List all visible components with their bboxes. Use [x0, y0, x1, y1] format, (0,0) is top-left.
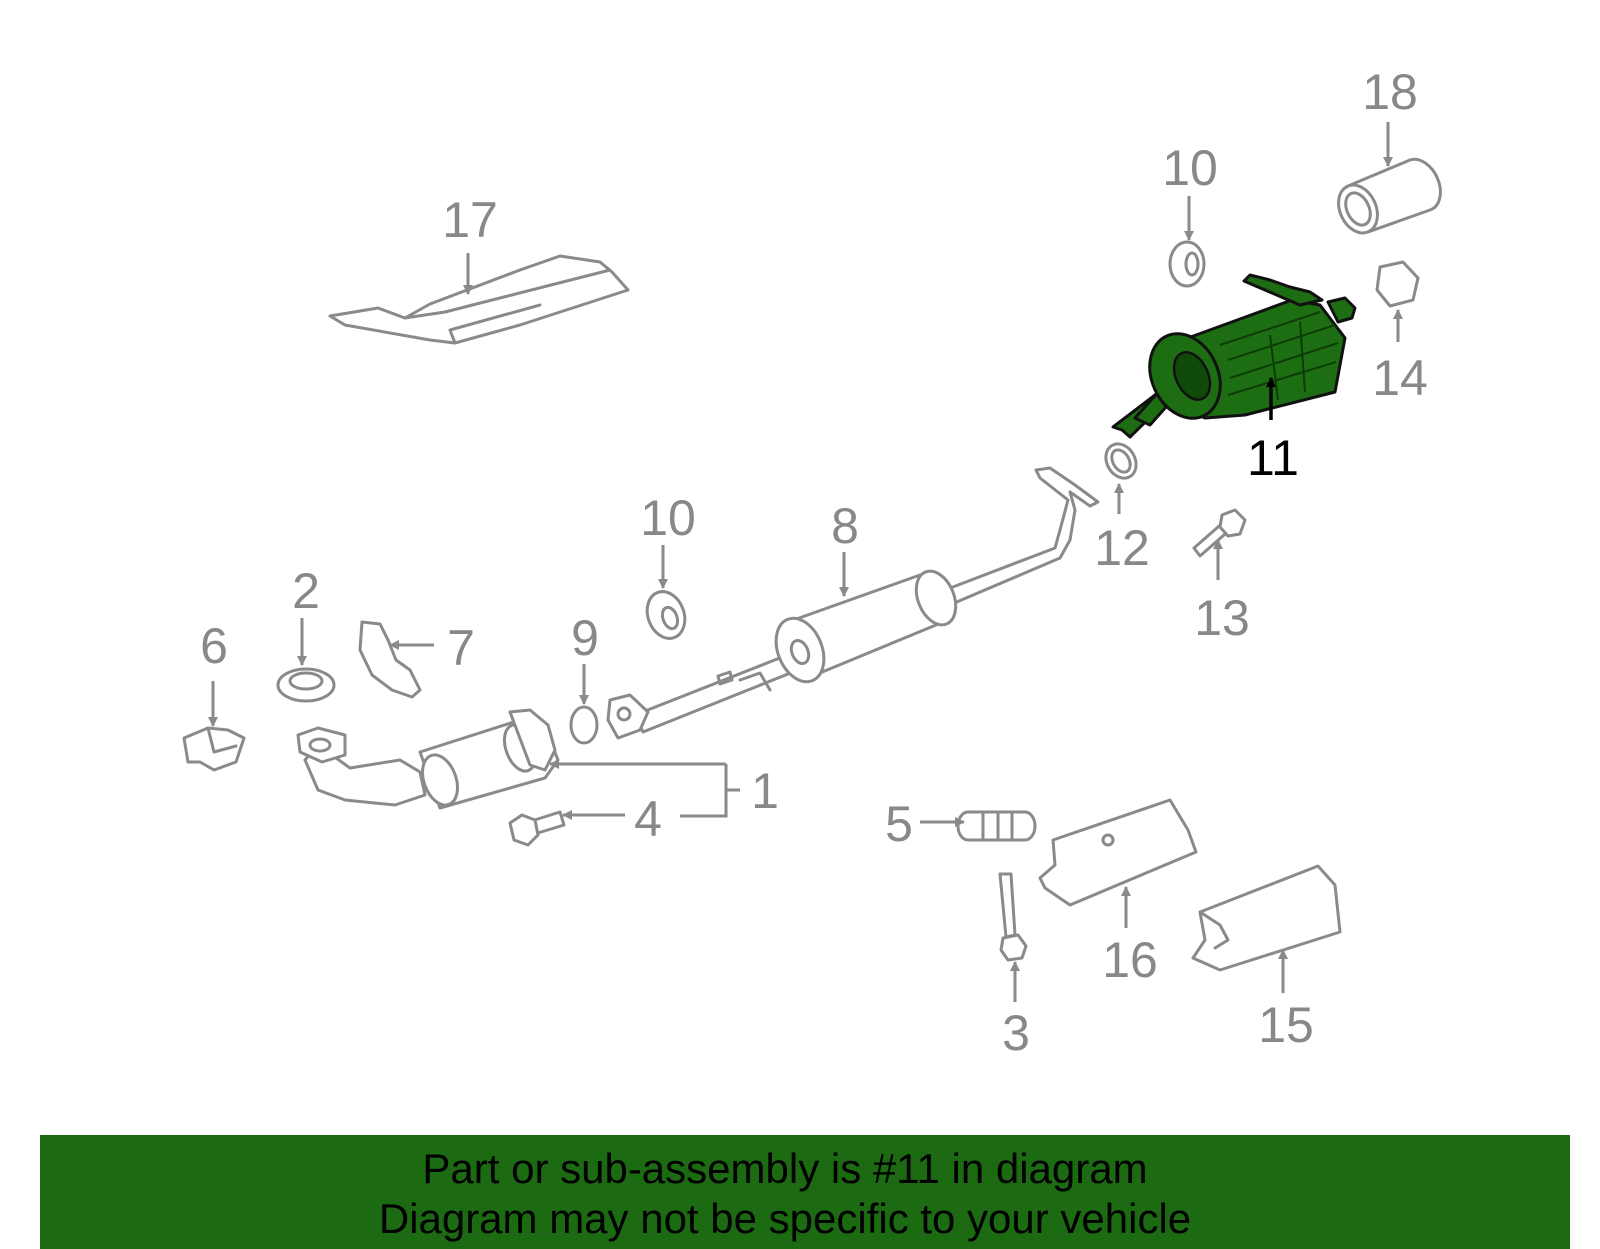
banner-line-1: Part or sub-assembly is #11 in diagram [422, 1145, 1148, 1192]
part-7-bracket [358, 620, 422, 699]
part-15-heat-shield [1191, 864, 1342, 972]
part-10-hanger-mid [645, 590, 687, 640]
part-8-center-pipe [606, 466, 1100, 740]
part-16-heat-shield [1038, 798, 1198, 907]
part-17-heat-shield [328, 254, 630, 345]
banner-line-2: Diagram may not be specific to your vehi… [378, 1195, 1192, 1242]
label-12: 12 [1094, 520, 1150, 576]
label-10-top: 10 [1162, 140, 1218, 196]
part-4-bolt [508, 810, 566, 847]
leader-lines [208, 122, 1403, 1002]
part-3-stud [998, 872, 1028, 962]
label-1: 1 [751, 763, 779, 819]
label-8: 8 [831, 498, 859, 554]
label-11: 11 [1247, 430, 1299, 486]
label-7: 7 [447, 620, 475, 676]
label-18: 18 [1362, 64, 1418, 120]
label-17: 17 [442, 192, 498, 248]
label-13: 13 [1194, 590, 1250, 646]
banner-text: Part or sub-assembly is #11 in diagram D… [40, 1144, 1530, 1244]
callout-labels: 17 18 10 14 11 12 13 8 10 9 2 7 6 1 4 5 … [200, 64, 1428, 1061]
part-6-clip [182, 726, 246, 772]
part-9-gasket [569, 705, 599, 745]
label-16: 16 [1102, 932, 1158, 988]
part-10-hanger-top [1168, 240, 1206, 288]
label-6: 6 [200, 618, 228, 674]
part-18-tail-pipe-finisher [1337, 157, 1442, 235]
info-banner: Part or sub-assembly is #11 in diagram D… [40, 1135, 1570, 1249]
part-1-front-pipe-converter [296, 708, 560, 810]
part-14-nut [1375, 260, 1420, 308]
label-9: 9 [571, 610, 599, 666]
label-10-mid: 10 [640, 490, 696, 546]
label-14: 14 [1372, 350, 1428, 406]
part-13-bolt [1192, 508, 1247, 558]
part-12-gasket [1104, 442, 1138, 480]
part-2-gasket [276, 667, 336, 703]
part-5-spring [956, 810, 1037, 842]
label-2: 2 [292, 563, 320, 619]
label-4: 4 [634, 791, 662, 847]
label-15: 15 [1258, 997, 1314, 1053]
label-5: 5 [885, 796, 913, 852]
label-3: 3 [1002, 1005, 1030, 1061]
part-11-muffler [1111, 273, 1357, 439]
